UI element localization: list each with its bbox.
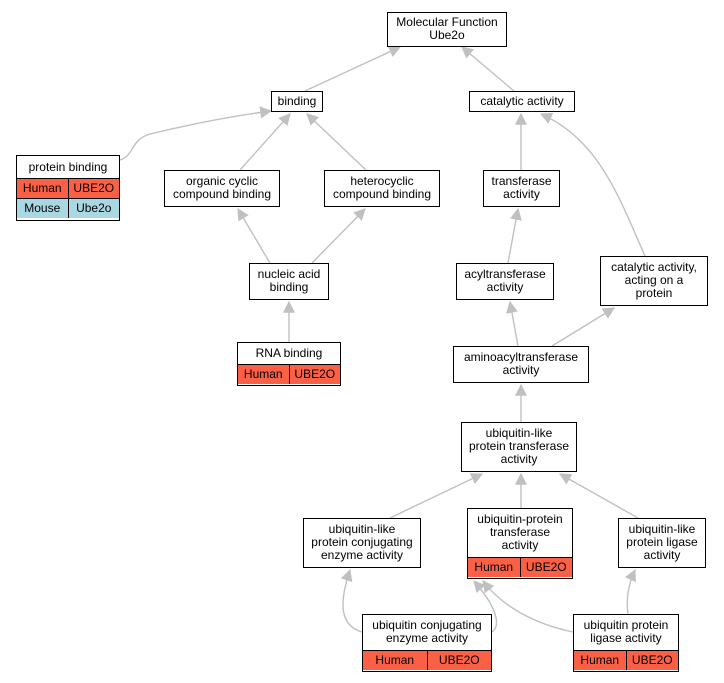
edge-nucleic-acid-to-heterocyclic [311,208,366,264]
edge-nucleic-acid-to-organic [237,207,271,264]
node-title: ubiquitin-like protein ligase activity [626,522,698,562]
node-title: transferase activity [491,174,552,201]
gene-symbol: UBE2O [426,650,492,670]
species-label: Human [22,181,62,195]
node-title: ubiquitin protein ligase activity [583,618,669,646]
gene-row-mouse: Mouse Ube2o [17,198,119,218]
node-title: ubiquitin-like protein conjugating enzym… [311,522,413,562]
species-label: Mouse [24,201,61,215]
node-title: organic cyclic compound binding [172,174,272,201]
edge-ub-conjugating-to-ubl-conjugating [340,568,363,633]
node-title: protein binding [28,159,108,174]
gene-symbol: UBE2O [519,557,573,577]
node-organic-cyclic[interactable]: organic cyclic compound binding [164,170,280,207]
gene-symbol: UBE2O [625,650,679,670]
node-title: catalytic activity [480,93,564,108]
node-nucleic-acid[interactable]: nucleic acid binding [249,263,329,300]
node-title: ubiquitin-like protein transferase activ… [468,426,570,466]
node-title: ubiquitin-protein transferase activity [477,512,563,553]
species-label: Human [474,559,514,574]
edge-ub-ligase-to-ub-protein-transferase [482,580,574,633]
gene-symbol: UBE2O [288,364,341,384]
node-title: heterocyclic compound binding [332,174,432,201]
gene-row-human: Human UBE2O [238,363,341,384]
node-title: ubiquitin conjugating enzyme activity [372,618,482,646]
gene-row-human: Human UBE2O [468,556,573,577]
gene-row-human: Human UBE2O [17,178,119,198]
edge-ub-conjugating-to-ub-protein-transferase [473,580,498,633]
edge-ub-ligase-to-ubl-ligase [624,568,636,615]
edge-protein-binding-to-binding [119,106,273,161]
species-label: Human [243,366,283,381]
edge-acyltransferase-to-transferase [507,207,522,264]
edge-heterocyclic-to-binding [306,113,367,171]
edge-aminoacyl-to-catalytic-protein [551,307,616,347]
node-title: catalytic activity, acting on a protein [611,260,697,300]
edge-catalytic-to-root [461,46,515,92]
node-title: aminoacyltransferase activity [463,350,579,377]
node-aminoacyl[interactable]: aminoacyltransferase activity [453,346,589,383]
species-label: Human [580,652,620,667]
node-ubl-conjugating[interactable]: ubiquitin-like protein conjugating enzym… [303,518,421,568]
edge-organic-cyclic-to-binding [239,113,291,171]
node-title: binding [277,93,317,108]
gene-row-human: Human UBE2O [574,649,679,670]
node-catalytic-protein[interactable]: catalytic activity, acting on a protein [600,256,708,306]
edge-binding-to-root [304,46,402,92]
node-title: RNA binding [255,345,323,360]
edge-catalytic-protein-to-catalytic [539,112,646,257]
edge-ubl-ligase-to-ubl-transferase [558,473,639,519]
species-label: Human [375,652,415,667]
gene-row-human: Human UBE2O [363,649,492,670]
node-title: Molecular Function Ube2o [396,15,498,42]
node-transferase[interactable]: transferase activity [483,170,560,207]
node-catalytic[interactable]: catalytic activity [469,91,575,112]
edge-aminoacyl-to-acyltransferase [506,300,519,347]
node-root[interactable]: Molecular Function Ube2o [387,12,507,47]
node-heterocyclic[interactable]: heterocyclic compound binding [324,170,440,207]
edge-ubl-conjugating-to-ubl-transferase [389,473,484,519]
node-acyltransferase[interactable]: acyltransferase activity [456,263,554,300]
gene-symbol: Ube2o [67,199,120,218]
node-binding[interactable]: binding [271,91,323,112]
gene-symbol: UBE2O [67,179,120,198]
node-title: nucleic acid binding [257,267,321,294]
node-title: acyltransferase activity [464,267,546,294]
node-ubl-transferase[interactable]: ubiquitin-like protein transferase activ… [461,422,577,472]
node-ubl-ligase[interactable]: ubiquitin-like protein ligase activity [618,518,706,568]
